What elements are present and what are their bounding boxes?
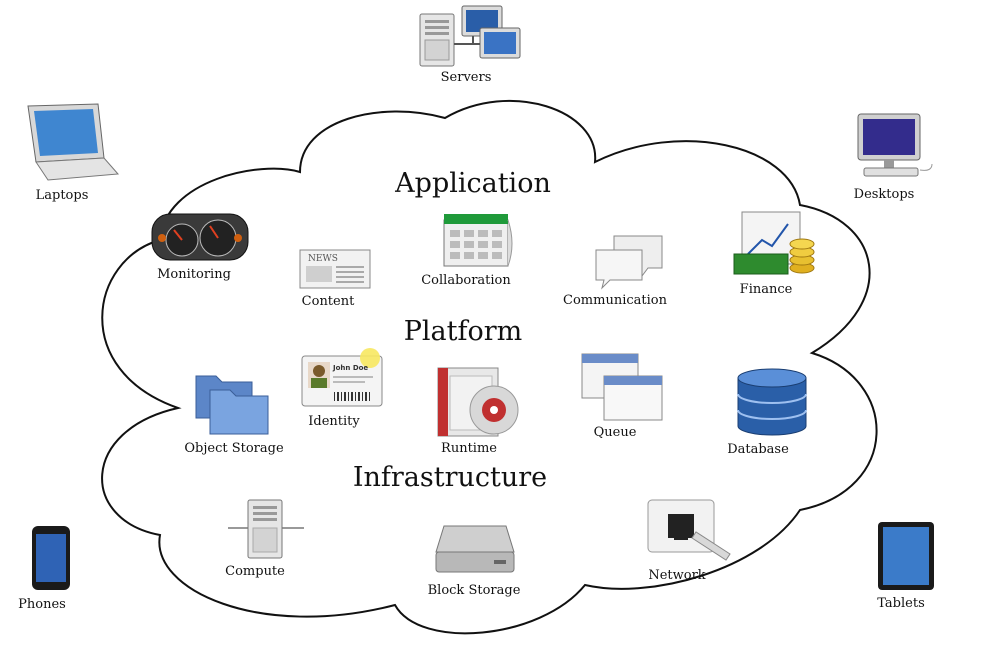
- collaboration-label: Collaboration: [421, 273, 511, 288]
- platform-layer-title: Platform: [403, 316, 523, 347]
- tablets-label: Tablets: [877, 596, 925, 611]
- object-storage-label: Object Storage: [184, 441, 284, 456]
- identity-label: Identity: [308, 414, 360, 429]
- folder-icon: [195, 375, 269, 435]
- monitoring-icon: [151, 213, 249, 261]
- calendar-icon: [443, 214, 513, 267]
- finance-icon: [733, 211, 815, 275]
- laptops-label: Laptops: [35, 188, 89, 203]
- content-label: Content: [301, 294, 355, 309]
- phone-icon: [32, 526, 70, 590]
- id-card-icon: John Doe: [301, 348, 383, 407]
- block-storage-label: Block Storage: [427, 583, 521, 598]
- network-label: Network: [648, 568, 706, 583]
- compute-server-icon: [228, 499, 304, 559]
- database-icon: [737, 368, 807, 436]
- tablet-icon: [878, 522, 934, 590]
- network-port-icon: [647, 499, 731, 561]
- runtime-label: Runtime: [441, 441, 497, 456]
- desktop-icon: [857, 113, 933, 177]
- communication-label: Communication: [563, 293, 667, 308]
- runtime-icon: [437, 367, 519, 437]
- desktops-label: Desktops: [853, 187, 915, 202]
- chat-bubbles-icon: [595, 235, 663, 290]
- database-label: Database: [727, 442, 789, 457]
- id-card-name: John Doe: [332, 364, 368, 372]
- newspaper-header: NEWS: [308, 254, 338, 264]
- application-layer-title: Application: [395, 168, 551, 199]
- laptop-icon: [27, 103, 120, 181]
- finance-label: Finance: [739, 282, 793, 297]
- windows-queue-icon: [581, 353, 663, 421]
- newspaper-icon: NEWS: [299, 249, 371, 289]
- queue-label: Queue: [593, 425, 637, 440]
- servers-icon: [419, 5, 521, 67]
- compute-label: Compute: [225, 564, 285, 579]
- infrastructure-layer-title: Infrastructure: [352, 462, 548, 493]
- hard-drive-icon: [435, 525, 515, 573]
- servers-label: Servers: [440, 70, 492, 85]
- phones-label: Phones: [18, 597, 66, 612]
- monitoring-label: Monitoring: [157, 267, 231, 282]
